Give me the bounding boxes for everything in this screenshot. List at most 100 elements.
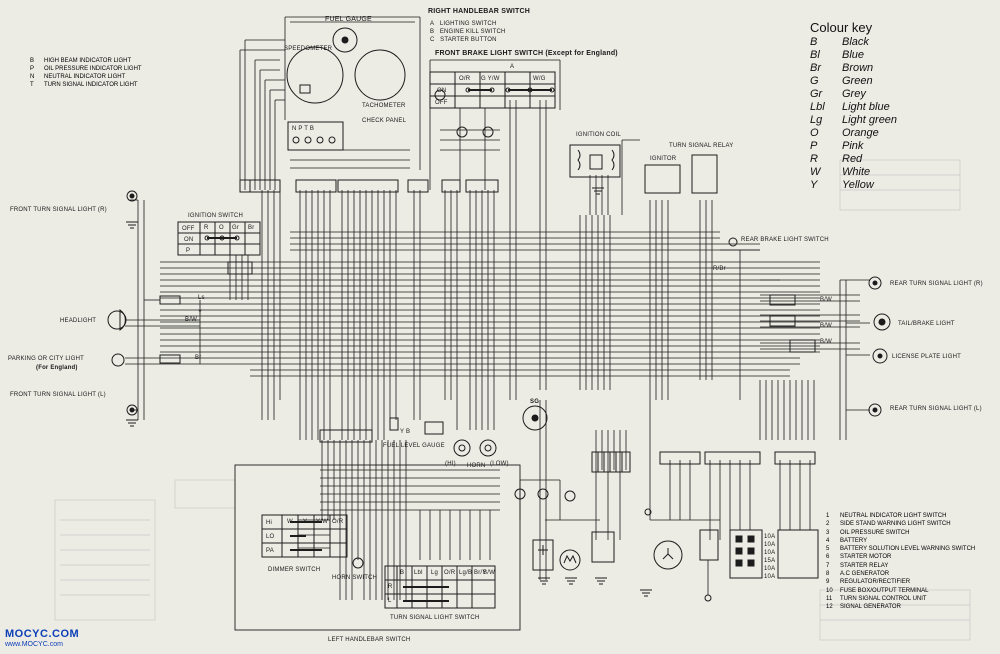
tachometer-label: TACHOMETER [362,103,406,109]
license-plate-bulb [872,348,888,364]
fuse-label: 10A [764,574,776,580]
left-handlebar-label: LEFT HANDLEBAR SWITCH [328,637,411,643]
fuse-label: 10A [764,566,776,572]
rear-turn-l-label: REAR TURN SIGNAL LIGHT (L) [890,406,982,412]
wire-tag: B/W [820,339,832,345]
wire-tag: Br [195,355,202,361]
turn-header-bry: Br/Y [474,570,487,576]
dim-header-y: Y [303,519,308,525]
colour-key-title: Colour key [810,20,873,35]
ignition-switch-label: IGNITION SWITCH [188,213,243,219]
ignitor-box [644,164,681,194]
watermark-main: MOCYC.COM [5,628,80,640]
turn-row-r: R [388,584,393,590]
fuse-label: 10A [764,542,776,548]
signal-generator-symbol [522,405,548,431]
dim-header-or: O/R [332,519,344,525]
wire-tag: Y [198,310,203,316]
horn-hi-label: (HI) [445,461,456,467]
turn-signal-control-unit-box [777,529,819,579]
fuel-gauge-label: FUEL GAUGE [325,16,372,23]
turn-header-lgb: Lg/B [459,570,473,576]
fuse-label: 10A [764,550,776,556]
watermark: MOCYC.COM www.MOCYC.com [5,629,79,649]
dim-row-pa: PA [266,548,274,554]
horn-hi-symbol [453,439,471,457]
dim-row-hi: Hi [266,520,273,526]
turn-signal-switch-label: TURN SIGNAL LIGHT SWITCH [390,615,480,621]
watermark-sub: www.MOCYC.com [5,641,63,648]
lt-header-gyw: G Y/W [481,76,500,82]
check-panel-box [287,121,344,151]
fuel-level-gauge-box [424,421,444,435]
turn-header-lg: Lg [431,570,439,576]
battery-symbol [532,539,554,571]
rear-brake-switch-label: REAR BRAKE LIGHT SWITCH [741,237,829,243]
horn-low-symbol [479,439,497,457]
turn-header-or: O/R [444,570,456,576]
starter-motor-symbol [559,549,581,571]
headlight-bulb [107,310,127,330]
lt-row-off: OFF [435,100,448,106]
ign-header-o: O [219,225,224,231]
front-brake-switch-label: FRONT BRAKE LIGHT SWITCH (Except for Eng… [435,50,618,57]
parking-light-label: PARKING OR CITY LIGHT [8,356,84,362]
starter-relay-box [591,531,615,563]
turn-header-lbl: Lbl [414,570,423,576]
dim-header-yw: Y/W [316,519,328,525]
horn-low-label: (LOW) [490,461,509,467]
fuel-level-gauge-label: FUEL LEVEL GAUGE [383,443,445,449]
components [107,27,891,631]
for-england-label: (For England) [36,365,78,371]
wire-tag: B/W [185,317,197,323]
rear-turn-r-label: REAR TURN SIGNAL LIGHT (R) [890,281,983,287]
check-panel-letters: N P T B [292,126,315,132]
lt-header-or: O/R [459,76,471,82]
regulator-rectifier-box [699,529,719,561]
ign-row-on: ON [184,237,194,243]
turn-signal-relay-label: TURN SIGNAL RELAY [669,143,734,149]
ign-row-p: P [186,248,191,254]
lt-header-wg: W/G [533,76,546,82]
left-handlebar-switch-box [234,464,521,631]
ignition-coil-label: IGNITION COIL [576,132,621,138]
lt-row-on: ON [437,88,447,94]
dim-header-w: W [287,519,293,525]
turn-header-bw: B/W [483,570,495,576]
parking-light-bulb [111,353,125,367]
turn-row-l: L [388,598,392,604]
rh-item: C STARTER BUTTON [430,37,497,43]
tail-brake-bulb [873,313,891,331]
fuse-box [729,529,763,579]
fuse-label: 15A [764,558,776,564]
rh-item: A LIGHTING SWITCH [430,21,497,27]
tachometer-symbol [354,49,406,101]
turn-signal-relay-box [691,154,718,194]
right-handlebar-title: RIGHT HANDLEBAR SWITCH [428,8,531,15]
ign-header-gr: Gr [232,225,240,231]
